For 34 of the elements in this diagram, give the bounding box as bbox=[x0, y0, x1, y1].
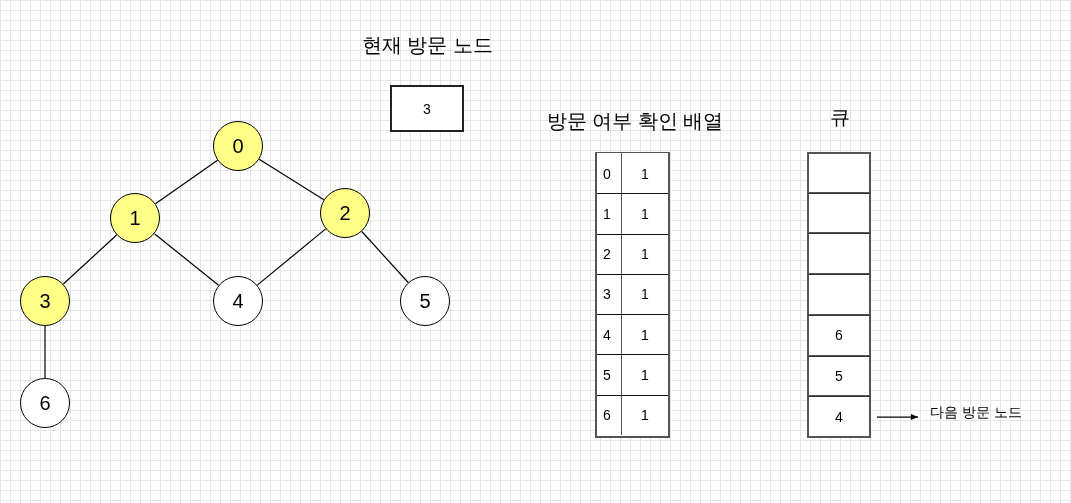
value-box: 3 bbox=[390, 85, 464, 132]
heading-text: 현재 방문 노드 bbox=[360, 33, 495, 58]
graph-node-circle: 2 bbox=[320, 188, 370, 238]
edge-line bbox=[361, 230, 409, 284]
table-cell: 4 bbox=[597, 314, 622, 355]
edge-line bbox=[62, 234, 118, 285]
edge-line bbox=[154, 159, 219, 205]
queue-cell: 4 bbox=[807, 396, 871, 438]
table-cell: 6 bbox=[597, 394, 622, 435]
empty-queue-cell bbox=[807, 192, 871, 235]
graph-node-circle: 0 bbox=[213, 121, 263, 171]
edge-line bbox=[256, 228, 327, 286]
queue-cell: 5 bbox=[807, 355, 871, 398]
graph-node-circle: 1 bbox=[110, 193, 160, 243]
arrow bbox=[876, 414, 919, 421]
empty-queue-cell bbox=[807, 233, 871, 276]
edge-line bbox=[44, 325, 46, 379]
heading-text: 큐 bbox=[829, 105, 851, 130]
table-cell: 0 bbox=[597, 153, 622, 195]
graph-node-circle: 4 bbox=[213, 276, 263, 326]
graph-node-circle: 5 bbox=[400, 276, 450, 326]
table-cell: 2 bbox=[597, 233, 622, 274]
table-cell: 3 bbox=[597, 273, 622, 315]
heading-text: 방문 여부 확인 배열 bbox=[545, 109, 725, 134]
edge-line bbox=[258, 158, 325, 201]
empty-queue-cell bbox=[807, 274, 871, 316]
table-cell: 5 bbox=[597, 354, 622, 395]
empty-queue-cell bbox=[807, 152, 871, 194]
graph-node-circle: 3 bbox=[20, 276, 70, 326]
queue-cell: 6 bbox=[807, 314, 871, 357]
graph-node-circle: 6 bbox=[20, 378, 70, 428]
table-cell: 1 bbox=[597, 193, 622, 234]
edge-line bbox=[153, 233, 220, 286]
annotation-text: 다음 방문 노드 bbox=[930, 404, 1022, 422]
